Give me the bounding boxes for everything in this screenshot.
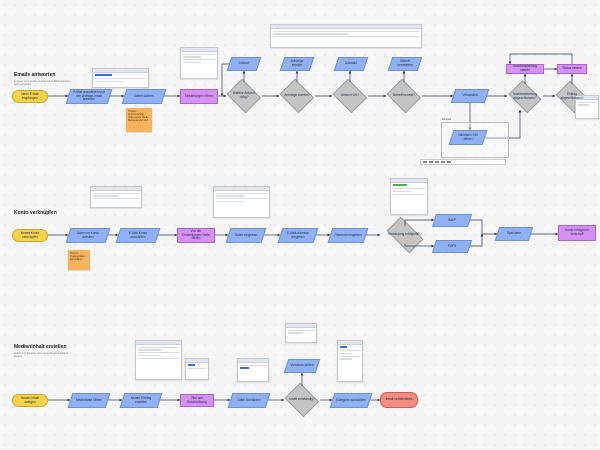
process-node[interactable]: Einstellungen öffnen [180, 89, 218, 104]
step-node[interactable]: Daten eingeben [228, 228, 264, 243]
lane-title-konto: Konto verknüpfen [14, 210, 57, 216]
screenshot-thumbnail [390, 178, 428, 215]
sticky-note[interactable]: Hinweis: Antwortvorlage prüfen bevor die… [126, 108, 152, 132]
step-node[interactable]: Anhänge senden [282, 57, 312, 71]
step-node[interactable]: Speichern [497, 227, 531, 241]
step-node[interactable]: Daten im Konto aufrufen [68, 228, 108, 243]
start-node[interactable]: Neuen Inhalt anlegen [12, 394, 48, 407]
decision-node[interactable]: Anhänge korrekt? [279, 82, 315, 110]
decision-node[interactable]: Nachbearbeitung abgeschlossen? [507, 84, 543, 110]
end-node[interactable]: Inhalt veröffentlicht [380, 392, 418, 408]
step-node[interactable]: Versenden [453, 89, 487, 103]
decision-node[interactable]: Inhalt vollständig? [284, 386, 320, 414]
process-node[interactable]: Titel und Beschreibung [180, 394, 214, 407]
process-node[interactable]: Nachbearbeitung starten [506, 64, 544, 74]
decision-node[interactable]: Betreff korrekt? [386, 82, 422, 110]
step-node[interactable]: Betreff bearbeiten [390, 57, 420, 71]
step-node[interactable]: Datei hochladen [230, 393, 268, 408]
step-node[interactable]: Auswahl [336, 57, 366, 71]
process-node[interactable]: Von der Einstellungen-Seite öffnen [177, 228, 215, 243]
step-node[interactable]: E-Mail-Adresse eingeben [280, 228, 316, 243]
lane-title-emails: Emails antworten [14, 72, 56, 78]
decision-node[interactable]: Eintrag abgeschlossen? [555, 84, 589, 110]
step-node[interactable]: E-Mail auswählen und den Anfrage-Inhalt … [68, 89, 110, 104]
screenshot-thumbnail [92, 68, 149, 88]
sticky-note[interactable]: Hinweis: Zugangsdaten bereithalten [68, 250, 90, 270]
process-node[interactable]: Konto erfolgreich verknüpft [558, 225, 596, 241]
step-node[interactable]: Passwort eingeben [330, 228, 366, 243]
step-node[interactable]: Vorschau prüfen [286, 359, 318, 373]
screenshot-thumbnail [237, 358, 269, 382]
decision-node[interactable]: Verbindung erfolgreich? [380, 220, 430, 250]
step-node[interactable]: Antwort [229, 57, 259, 71]
screenshot-thumbnail [285, 323, 317, 343]
floating-toolbar[interactable] [420, 159, 506, 165]
screenshot-thumbnail [180, 47, 218, 79]
connector-arrow [508, 53, 573, 65]
connector-arrow [220, 63, 229, 97]
decision-node[interactable]: Weitere Antwort nötig? [226, 82, 262, 110]
start-node[interactable]: Neue E-Mail empfangen [12, 90, 48, 103]
screenshot-thumbnail [213, 186, 270, 218]
step-node[interactable]: Nächsten Fall öffnen [451, 130, 485, 145]
step-node[interactable]: IMAP [434, 214, 470, 227]
connector-arrow [470, 219, 498, 236]
start-node[interactable]: Neues Konto verknüpfen [12, 229, 48, 242]
process-node[interactable]: Status setzen [557, 64, 587, 74]
screenshot-thumbnail [185, 358, 209, 380]
screenshot-thumbnail [90, 186, 142, 208]
connector-arrow [470, 233, 484, 247]
step-node[interactable]: Neuen Eintrag erstellen [122, 393, 160, 408]
screenshot-thumbnail [337, 340, 363, 382]
decision-node[interactable]: Antwort OK? [332, 82, 368, 110]
connector-arrow [485, 109, 522, 139]
lane-desc-medien: Ablauf zum Erstellen eines neuen Medieni… [14, 352, 69, 359]
group-label: Beispiel [442, 118, 452, 121]
lane-title-medien: Medieninhalt erstellen [14, 344, 67, 350]
screenshot-thumbnail [270, 24, 422, 48]
step-node[interactable]: Kategorie auswählen [332, 393, 370, 408]
step-node[interactable]: Daten suchen [124, 89, 164, 104]
lane-desc-emails: In dieser Lane werden eingehende E-Mails… [14, 80, 71, 87]
step-node[interactable]: E-Mail-Konto auswählen [118, 228, 158, 243]
step-node[interactable]: Medienliste öffnen [70, 393, 108, 408]
step-node[interactable]: POP3 [434, 240, 470, 253]
screenshot-thumbnail [135, 340, 182, 380]
